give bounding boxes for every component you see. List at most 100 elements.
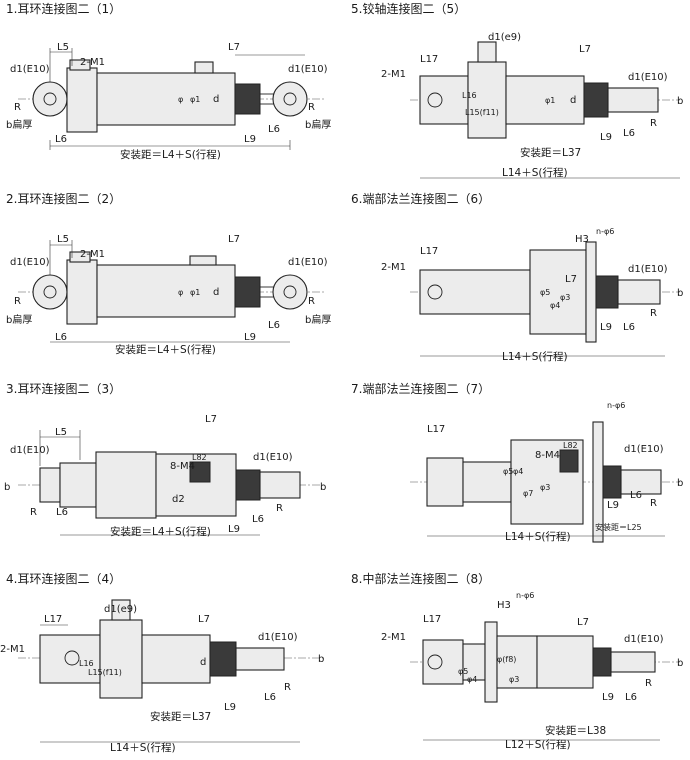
caption-install: 安装距＝L37 bbox=[150, 710, 211, 723]
label-d1-right: d1(E10) bbox=[288, 64, 328, 75]
caption-install: 安装距＝L4＋S(行程) bbox=[115, 343, 216, 356]
label-d2: d2 bbox=[172, 494, 185, 505]
label-b: b bbox=[677, 658, 683, 669]
caption-install: 安装距＝L4＋S(行程) bbox=[110, 525, 211, 538]
label-b: b bbox=[318, 654, 324, 665]
label-R: R bbox=[14, 296, 21, 307]
label-L7: L7 bbox=[205, 414, 217, 425]
end-flange bbox=[585, 241, 597, 343]
cylinder-drawing: L17 H3 n-φ6 2-M1 L7 d1(E10) φ5 φ4 φ3 b R… bbox=[381, 227, 683, 363]
label-L6-right: L6 bbox=[268, 124, 280, 135]
label-R: R bbox=[284, 682, 291, 693]
label-L6-right: L6 bbox=[268, 320, 280, 331]
label-n-phi6: n-φ6 bbox=[516, 591, 534, 600]
label-d1e9: d1(e9) bbox=[104, 604, 137, 615]
label-8M4: 8-M4 bbox=[535, 450, 560, 461]
label-R-right: R bbox=[308, 296, 315, 307]
diagram-panel-6: 6.端部法兰连接图二（6） L17 H3 n-φ6 2-M1 L7 d1(E10… bbox=[345, 190, 690, 380]
label-d1-left: d1(E10) bbox=[10, 64, 50, 75]
cylinder-barrel bbox=[505, 75, 585, 125]
caption-stroke: L14＋S(行程) bbox=[110, 741, 176, 754]
caption-stroke: L14＋S(行程) bbox=[502, 166, 568, 179]
label-R: R bbox=[650, 308, 657, 319]
middle-flange bbox=[484, 621, 498, 703]
rod-clevis-left bbox=[39, 467, 61, 503]
label-R: R bbox=[650, 498, 657, 509]
label-L17: L17 bbox=[423, 614, 441, 625]
label-b: b扁厚 bbox=[6, 118, 32, 131]
cylinder-drawing: L5 2-M1 L7 d1(E10) d1(E10) R b扁厚 R b扁厚 φ… bbox=[6, 42, 331, 161]
label-H3: H3 bbox=[575, 234, 589, 245]
label-b: b bbox=[4, 482, 10, 493]
label-L6: L6 bbox=[623, 128, 635, 139]
rod-eye-left bbox=[32, 274, 68, 310]
label-L9: L9 bbox=[607, 500, 619, 511]
label-phi1: φ1 bbox=[545, 96, 555, 105]
label-phi5: φ5 bbox=[503, 467, 513, 476]
label-H3: H3 bbox=[497, 600, 511, 611]
label-2M1: 2-M1 bbox=[381, 262, 406, 273]
panel-title: 7.端部法兰连接图二（7） bbox=[351, 382, 491, 396]
label-L7: L7 bbox=[228, 42, 240, 53]
label-n-phi6: n-φ6 bbox=[596, 227, 614, 236]
label-d1e9: d1(e9) bbox=[488, 32, 521, 43]
cylinder-barrel bbox=[96, 72, 236, 126]
trunnion-block bbox=[99, 619, 143, 699]
label-phi3: φ3 bbox=[540, 483, 550, 492]
label-phi4: φ4 bbox=[467, 675, 477, 684]
panel-title: 6.端部法兰连接图二（6） bbox=[351, 192, 491, 206]
caption-install: 安装距＝L4＋S(行程) bbox=[120, 148, 221, 161]
label-L7: L7 bbox=[579, 44, 591, 55]
label-L82: L82 bbox=[192, 453, 207, 462]
cylinder-drawing: L17 n-φ6 8-M4 L82 d1(E10) φ5 φ4 φ7 φ3 b … bbox=[410, 401, 683, 543]
label-d1-left: d1(E10) bbox=[10, 257, 50, 268]
diagram-panel-2: 2.耳环连接图二（2） L5 2-M1 L7 d1(E10) d1(E10) R… bbox=[0, 190, 345, 380]
label-L15: L15(f11) bbox=[88, 668, 122, 677]
rod-clevis-right bbox=[259, 471, 301, 499]
label-8M4: 8-M4 bbox=[170, 461, 195, 472]
label-phi-f8: φ(f8) bbox=[497, 655, 516, 664]
label-phi3: φ3 bbox=[560, 293, 570, 302]
label-L9: L9 bbox=[244, 332, 256, 343]
label-phi4: φ4 bbox=[550, 301, 560, 310]
label-phi7: φ7 bbox=[523, 489, 533, 498]
rod-eye-right bbox=[272, 274, 308, 310]
cylinder-drawing: L17 d1(e9) L7 2-M1 d1(E10) L16 L15(f11) … bbox=[0, 599, 325, 754]
label-2M1: 2-M1 bbox=[80, 57, 105, 68]
label-b: b bbox=[677, 478, 683, 489]
caption-install: 安装距＝L25 bbox=[595, 522, 642, 532]
label-phi3: φ3 bbox=[509, 675, 519, 684]
label-b-right: b扁厚 bbox=[305, 313, 331, 326]
label-2M1: 2-M1 bbox=[381, 632, 406, 643]
cylinder-barrel bbox=[536, 635, 594, 689]
diagram-panel-5: 5.铰轴连接图二（5） L17 d1(e9) L7 2-M1 d1(E10) L… bbox=[345, 0, 690, 190]
label-L82: L82 bbox=[563, 441, 578, 450]
label-L9: L9 bbox=[600, 132, 612, 143]
label-L7: L7 bbox=[198, 614, 210, 625]
label-d1-right: d1(E10) bbox=[258, 632, 298, 643]
panel-title: 5.铰轴连接图二（5） bbox=[351, 2, 467, 16]
label-b-right: b扁厚 bbox=[305, 118, 331, 131]
label-R: R bbox=[30, 507, 37, 518]
label-L7: L7 bbox=[228, 234, 240, 245]
cylinder-barrel bbox=[95, 451, 157, 519]
label-L16: L16 bbox=[462, 91, 477, 100]
label-phi1: φ1 bbox=[190, 95, 200, 104]
label-L7: L7 bbox=[565, 274, 577, 285]
caption-stroke: L12＋S(行程) bbox=[505, 738, 571, 751]
label-L9: L9 bbox=[224, 702, 236, 713]
panel-title: 4.耳环连接图二（4） bbox=[6, 572, 122, 586]
panel-title: 3.耳环连接图二（3） bbox=[6, 382, 122, 396]
label-R-right: R bbox=[308, 102, 315, 113]
diagram-panel-8: 8.中部法兰连接图二（8） L17 H3 n-φ6 2-M1 L7 d1(E10… bbox=[345, 570, 690, 760]
label-d: d bbox=[200, 657, 206, 668]
label-L17: L17 bbox=[427, 424, 445, 435]
label-phi4: φ4 bbox=[513, 467, 523, 476]
label-R: R bbox=[650, 118, 657, 129]
label-d1-right: d1(E10) bbox=[288, 257, 328, 268]
cylinder-barrel bbox=[141, 634, 211, 684]
label-b-right: b bbox=[320, 482, 326, 493]
label-phi1: φ1 bbox=[190, 288, 200, 297]
label-L5: L5 bbox=[57, 234, 69, 245]
cylinder-drawing: L17 d1(e9) L7 2-M1 d1(E10) L16 L15(f11) … bbox=[381, 32, 683, 179]
